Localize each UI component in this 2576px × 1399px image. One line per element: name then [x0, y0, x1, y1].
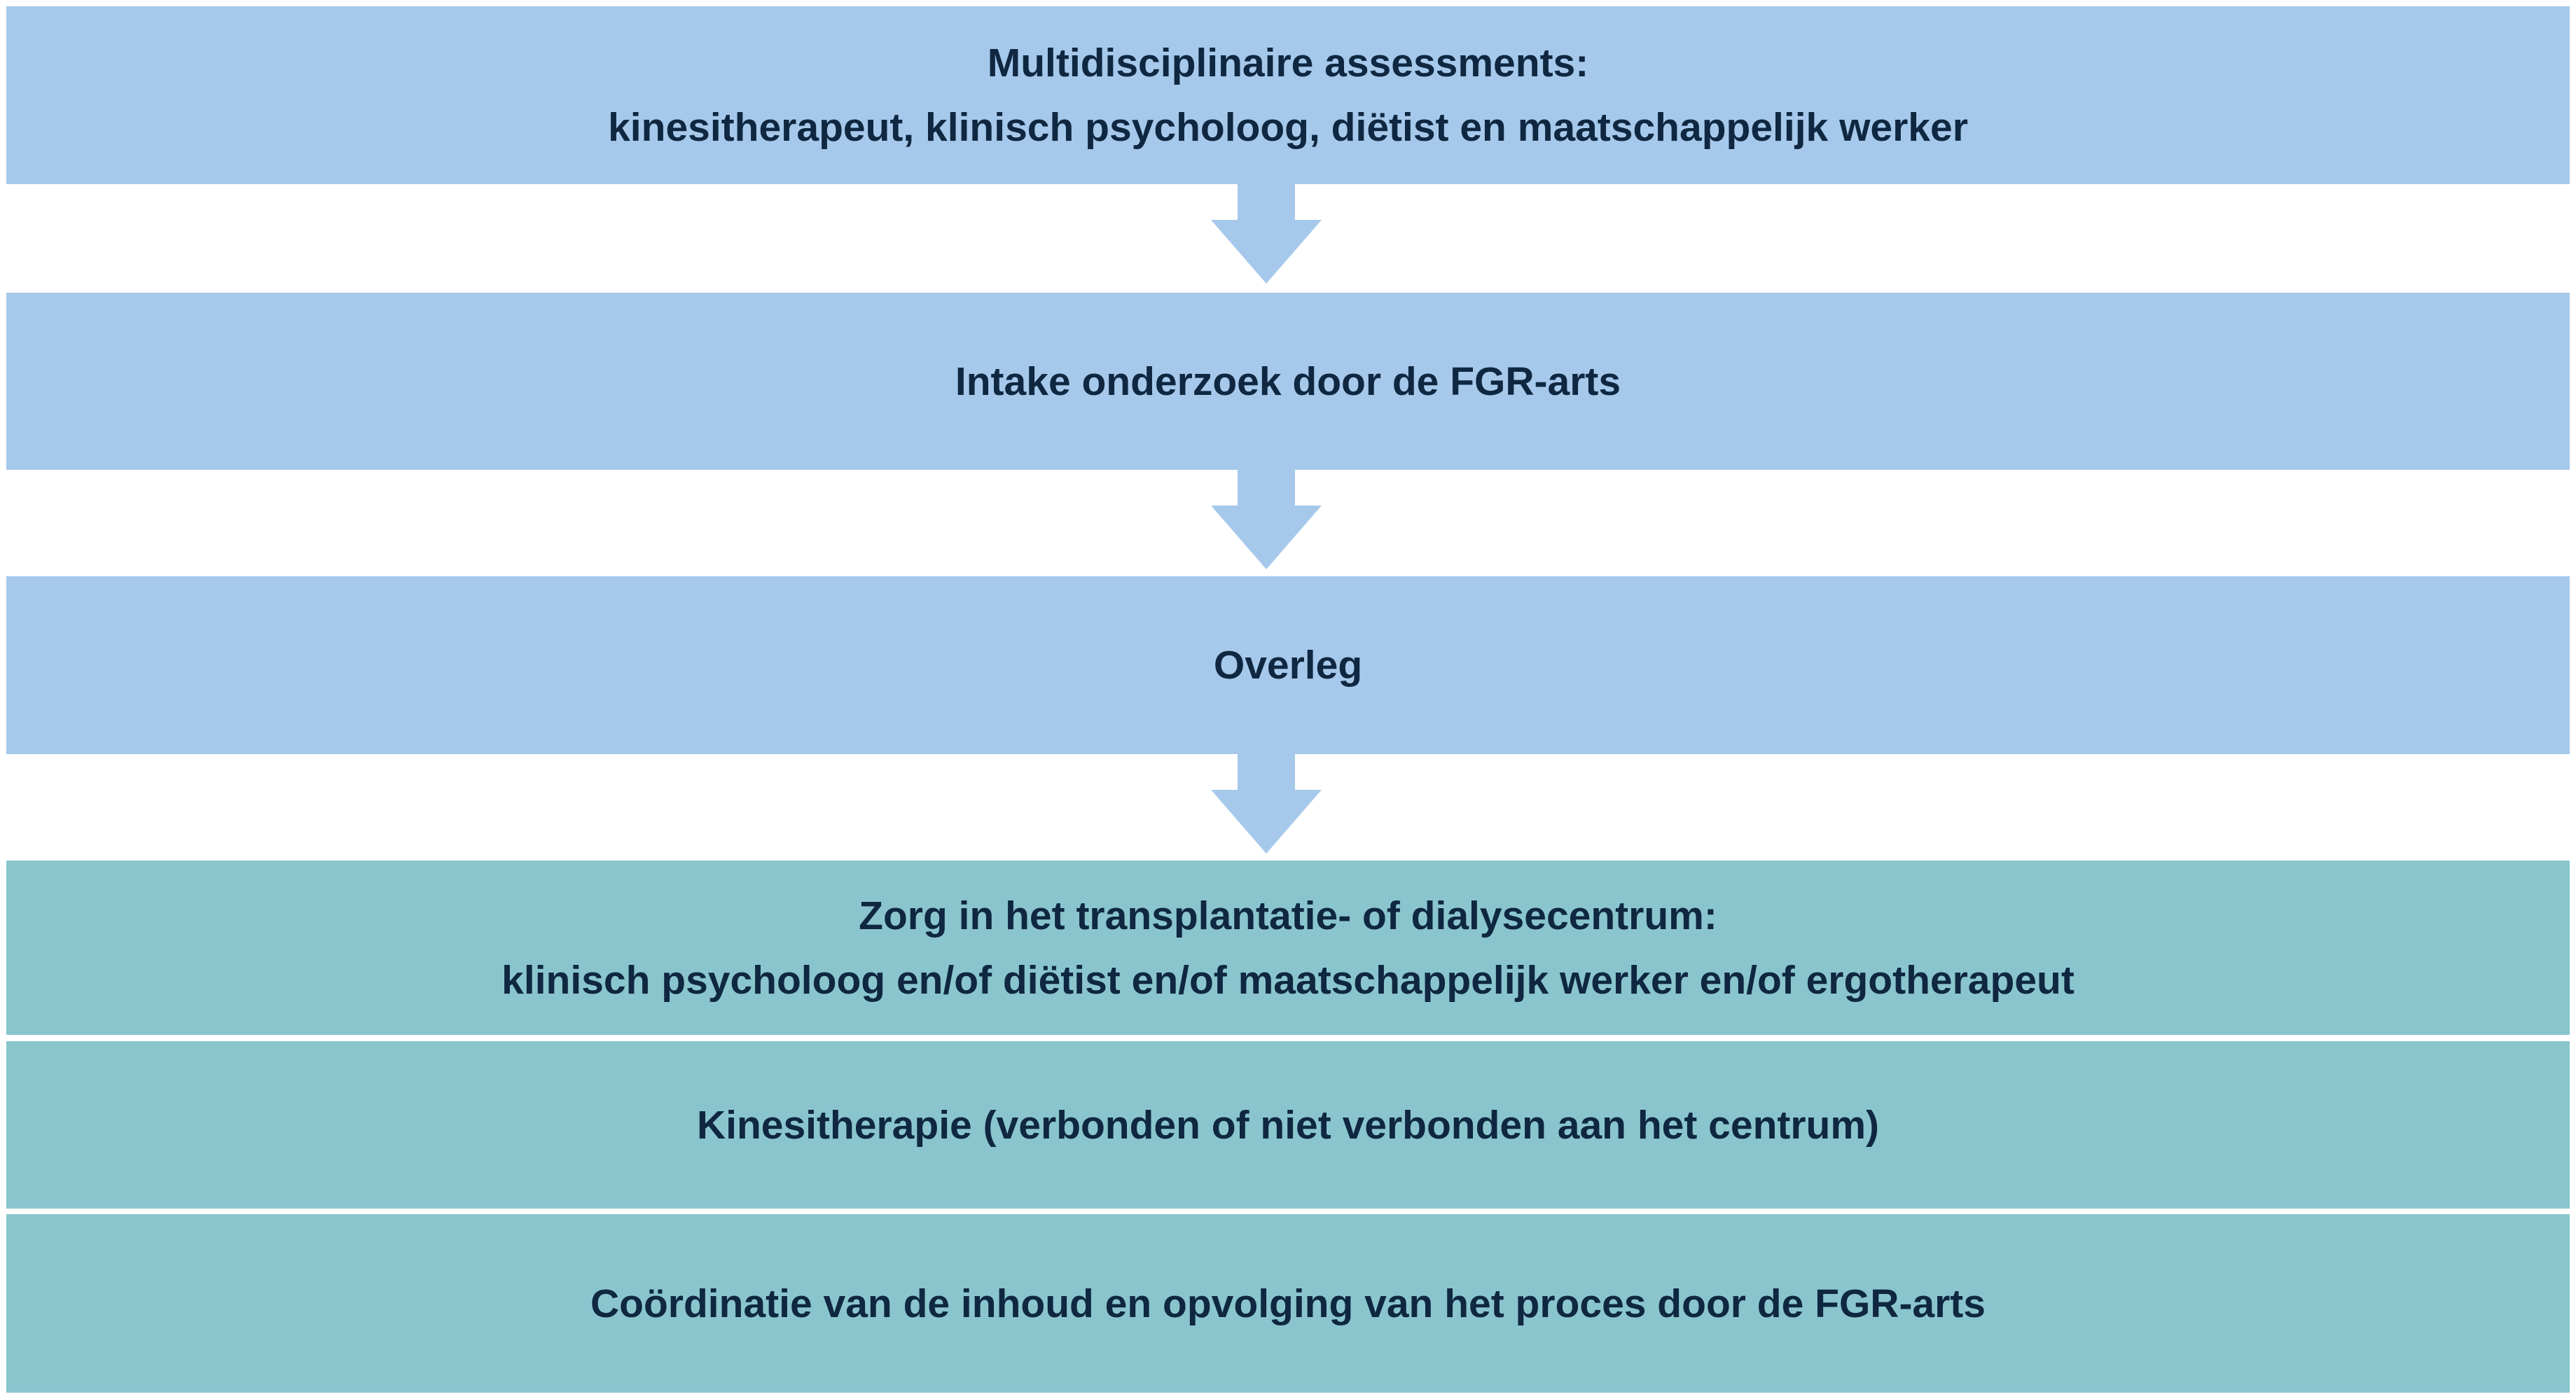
- arrow-down-icon: [1211, 470, 1322, 569]
- care-coordination: Coördinatie van de inhoud en opvolging v…: [6, 1214, 2570, 1393]
- step-title: Overleg: [1213, 643, 1363, 688]
- arrow-down-icon: [1211, 184, 1322, 284]
- step-overleg: Overleg: [6, 576, 2570, 754]
- step-multidisciplinary-assessments: Multidisciplinaire assessments: kinesith…: [6, 6, 2570, 184]
- care-title: Kinesitherapie (verbonden of niet verbon…: [696, 1102, 1880, 1148]
- care-title: Coördinatie van de inhoud en opvolging v…: [590, 1281, 1986, 1326]
- care-kinesitherapy: Kinesitherapie (verbonden of niet verbon…: [6, 1041, 2570, 1209]
- step-intake: Intake onderzoek door de FGR-arts: [6, 293, 2570, 470]
- care-detail: klinisch psycholoog en/of diëtist en/of …: [501, 957, 2075, 1003]
- care-title: Zorg in het transplantatie- of dialysece…: [859, 893, 1717, 938]
- arrow-down-icon: [1211, 754, 1322, 854]
- step-title: Multidisciplinaire assessments:: [987, 41, 1589, 85]
- step-detail: kinesitherapeut, klinisch psycholoog, di…: [608, 105, 1968, 150]
- care-centre: Zorg in het transplantatie- of dialysece…: [6, 861, 2570, 1035]
- step-title: Intake onderzoek door de FGR-arts: [955, 359, 1621, 404]
